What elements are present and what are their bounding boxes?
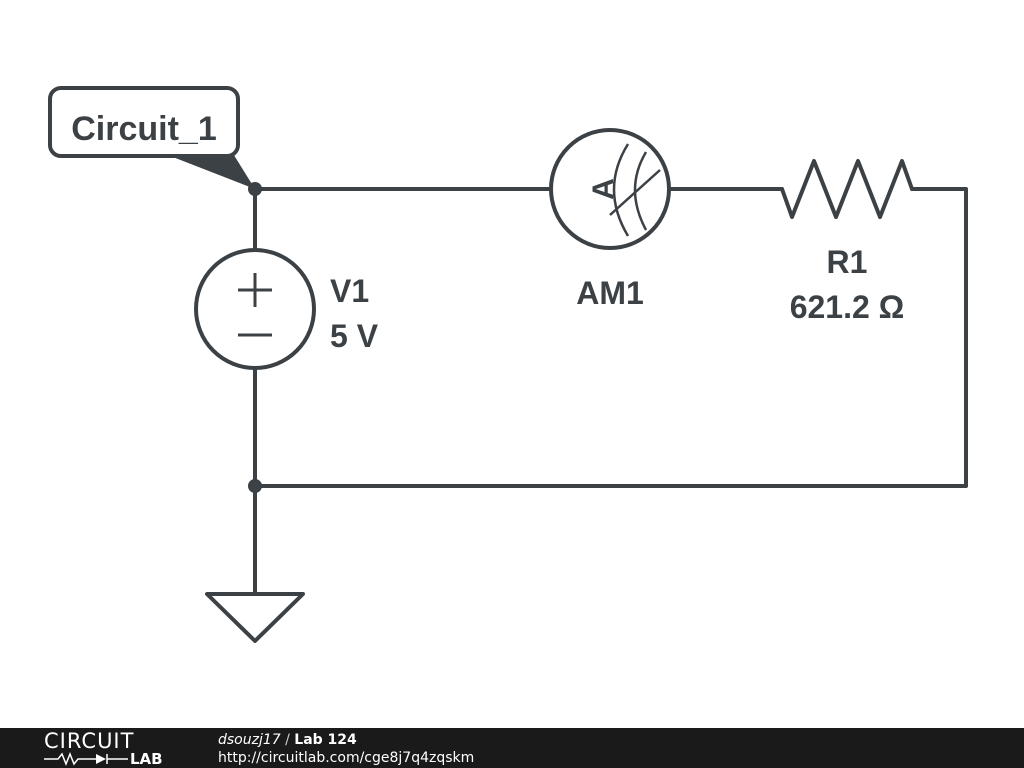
ammeter-name: AM1	[576, 275, 644, 311]
junction-node-bottom	[248, 479, 262, 493]
circuit-url[interactable]: http://circuitlab.com/cge8j7q4zqskm	[218, 750, 475, 766]
wire-right-loop	[253, 187, 968, 488]
net-label-text: Circuit_1	[71, 110, 217, 148]
schematic-canvas: Circuit_1 V1 5 V A AM1 R1 621.2 Ω	[48, 86, 968, 643]
ammeter-symbol: A	[587, 178, 620, 200]
ammeter-needle-icon	[609, 169, 661, 216]
circuit-title[interactable]: Lab 124	[294, 732, 357, 748]
logo-text-circuit: CIRCUIT	[44, 729, 135, 753]
resistor-r1[interactable]: R1 621.2 Ω	[780, 159, 914, 325]
logo-circuit-squiggle-icon	[44, 751, 128, 767]
circuitlab-logo[interactable]: CIRCUIT LAB	[44, 729, 184, 767]
resistor-name: R1	[827, 244, 868, 280]
voltage-source-body	[194, 248, 316, 370]
logo-bottom-row: LAB	[44, 751, 184, 767]
voltage-source-v1[interactable]: V1 5 V	[194, 248, 379, 370]
junction-node-top	[248, 182, 262, 196]
resistor-zigzag-icon	[780, 159, 914, 219]
voltage-source-name: V1	[330, 273, 369, 309]
net-label-pointer	[160, 152, 255, 189]
ammeter-dial-arc-outer	[633, 151, 648, 231]
voltage-source-value: 5 V	[330, 318, 379, 354]
ammeter-dial-arc-inner	[612, 143, 630, 237]
logo-text-lab: LAB	[130, 750, 163, 768]
circuit-owner-title: dsouzj17 / Lab 124	[218, 731, 474, 749]
net-label-box	[48, 86, 240, 158]
meta-separator: /	[280, 732, 295, 748]
wires	[253, 187, 968, 596]
footer-bar: CIRCUIT LAB dsouzj17 / Lab 124 http://ci…	[0, 728, 1024, 768]
owner-username[interactable]: dsouzj17	[218, 732, 281, 748]
ammeter-am1[interactable]: A AM1	[549, 128, 671, 311]
resistor-value: 621.2 Ω	[790, 289, 905, 325]
net-label[interactable]: Circuit_1	[48, 86, 255, 189]
ground-icon[interactable]	[205, 592, 305, 643]
circuit-meta: dsouzj17 / Lab 124 http://circuitlab.com…	[218, 731, 474, 767]
